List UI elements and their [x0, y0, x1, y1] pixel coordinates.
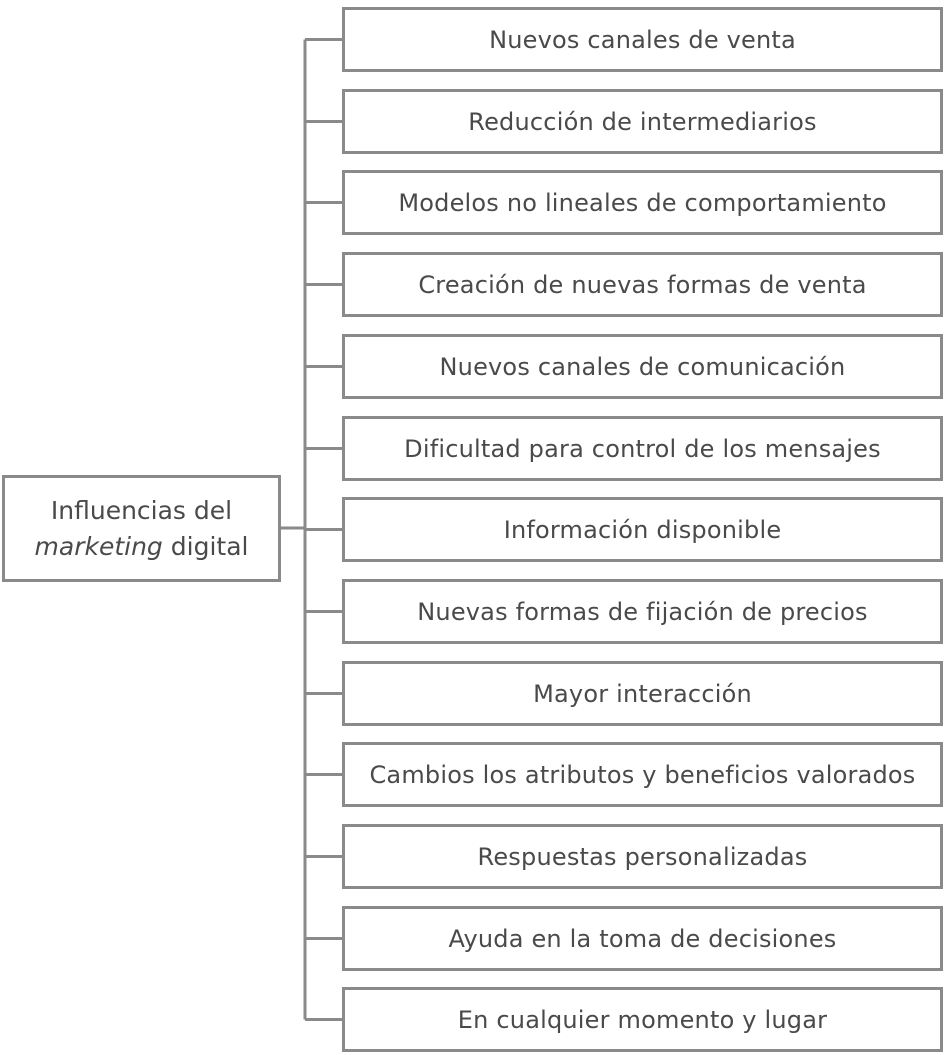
branch-node: En cualquier momento y lugar	[342, 987, 943, 1052]
branch-node: Información disponible	[342, 497, 943, 562]
root-label-line2: marketing digital	[35, 529, 249, 565]
branch-node: Dificultad para control de los mensajes	[342, 416, 943, 481]
branch-node: Nuevos canales de venta	[342, 7, 943, 72]
root-label-line1: Influencias del	[50, 495, 233, 525]
root-label-italic: marketing	[34, 531, 163, 561]
branch-node: Nuevos canales de comunicación	[342, 334, 943, 399]
branch-node: Modelos no lineales de comportamiento	[342, 170, 943, 235]
branch-node: Ayuda en la toma de decisiones	[342, 906, 943, 971]
root-node: Influencias del marketing digital	[2, 475, 281, 582]
branch-node: Cambios los atributos y beneficios valor…	[342, 742, 943, 807]
branch-node: Creación de nuevas formas de venta	[342, 252, 943, 317]
branch-node: Mayor interacción	[342, 661, 943, 726]
branch-node: Reducción de intermediarios	[342, 89, 943, 154]
branch-node: Respuestas personalizadas	[342, 824, 943, 889]
branch-node: Nuevas formas de fijación de precios	[342, 579, 943, 644]
root-label-rest: digital	[170, 531, 249, 561]
